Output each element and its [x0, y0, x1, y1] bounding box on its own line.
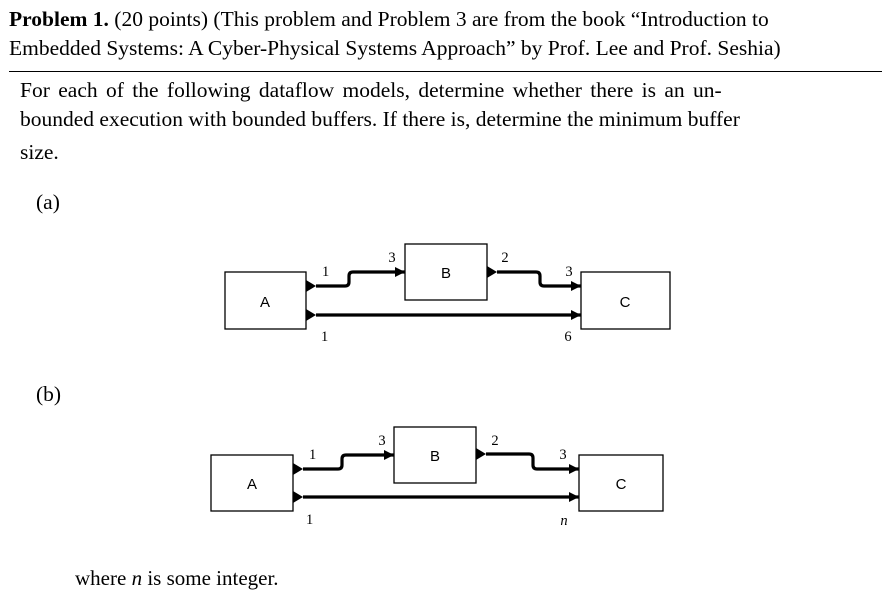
rate-b-in-a: 3: [388, 250, 395, 266]
actor-b-label-a: B: [441, 265, 451, 282]
actor-a-label-b: A: [247, 476, 257, 493]
rate-b-out-b: 2: [491, 433, 498, 449]
diagram-a: A B C 1 1 3 2 3 6: [224, 243, 671, 345]
part-a-label: (a): [36, 190, 60, 214]
actor-b-label-b: B: [430, 448, 440, 465]
port-b-out-b: [476, 448, 486, 460]
problem-title-line-1: Problem 1. (20 points) (This problem and…: [9, 7, 769, 32]
actor-a-box-b: [210, 454, 294, 512]
channel-b-to-c-b: [486, 452, 579, 474]
problem-title-rest: (20 points) (This problem and Problem 3 …: [108, 7, 769, 31]
problem-body-line-1: For each of the following dataflow model…: [20, 78, 722, 102]
rate-c-in-top-a: 3: [565, 264, 572, 280]
rate-b-in-b: 3: [378, 433, 385, 449]
header-divider: [9, 71, 882, 72]
actor-a-label-a: A: [260, 294, 270, 311]
rate-c-in-bottom-a: 6: [564, 329, 571, 345]
diagram-b: A B C 1 1 3 2 3 n: [210, 426, 664, 529]
actor-c-label-a: C: [620, 294, 631, 311]
rate-c-in-bottom-b: n: [560, 513, 567, 529]
channel-a-to-b-a: [316, 267, 405, 288]
channel-a-to-b-b: [303, 450, 394, 471]
rate-b-out-a: 2: [501, 250, 508, 266]
actor-a-box-a: [224, 271, 307, 330]
footer-note: where n is some integer.: [75, 566, 279, 590]
port-a-out-top-a: [306, 280, 316, 292]
port-b-out-a: [487, 266, 497, 278]
problem-title-line-2: Embedded Systems: A Cyber-Physical Syste…: [9, 36, 781, 60]
problem-number: Problem 1.: [9, 7, 109, 31]
rate-a-out-bottom-b: 1: [306, 512, 313, 528]
port-a-out-top-b: [293, 463, 303, 475]
problem-body-line-3: size.: [20, 140, 59, 164]
problem-body-line-2: bounded execution with bounded buffers. …: [20, 107, 740, 131]
rate-a-out-bottom-a: 1: [321, 329, 328, 345]
channel-b-to-c-a: [497, 270, 581, 291]
rate-a-out-top-a: 1: [322, 264, 329, 280]
port-a-out-bottom-a: [306, 309, 316, 321]
part-b-label: (b): [36, 382, 62, 406]
variable-n: n: [131, 566, 143, 590]
rate-a-out-top-b: 1: [309, 447, 316, 463]
actor-c-box-b: [578, 454, 664, 512]
port-a-out-bottom-b: [293, 491, 303, 503]
actor-c-box-a: [580, 271, 671, 330]
actor-c-label-b: C: [616, 476, 627, 493]
rate-c-in-top-b: 3: [559, 447, 566, 463]
